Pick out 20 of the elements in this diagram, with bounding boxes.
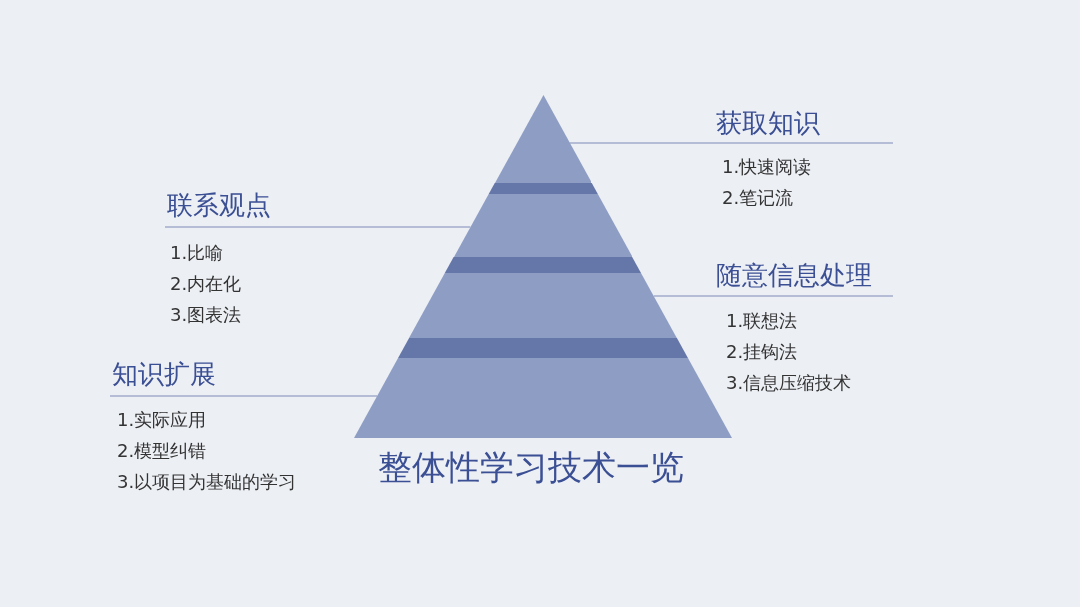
leader-line: [653, 295, 894, 297]
list-item: 2.笔记流: [722, 186, 794, 210]
list-item: 2.内在化: [170, 272, 242, 296]
list-item: 2.模型纠错: [117, 439, 207, 463]
title: 整体性学习技术一览: [378, 446, 684, 489]
list-item: 1.实际应用: [117, 408, 207, 432]
list-item: 2.挂钩法: [726, 340, 798, 364]
heading-text: 随意信息处理: [716, 258, 872, 292]
list-item: 3.信息压缩技术: [726, 371, 852, 395]
list-item: 3.以项目为基础的学习: [117, 470, 297, 494]
heading-text: 联系观点: [167, 188, 271, 222]
heading-text: 知识扩展: [112, 357, 216, 391]
list-item: 3.图表法: [170, 303, 242, 327]
list-item: 1.快速阅读: [722, 155, 812, 179]
leader-line: [164, 226, 471, 228]
list-item: 1.联想法: [726, 309, 798, 333]
heading-text: 获取知识: [716, 106, 820, 140]
list-item: 1.比喻: [170, 241, 224, 265]
leader-line: [568, 142, 894, 144]
leader-line: [109, 395, 378, 397]
